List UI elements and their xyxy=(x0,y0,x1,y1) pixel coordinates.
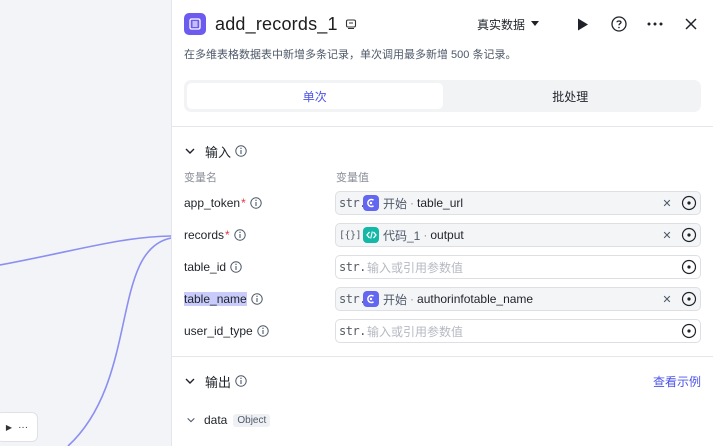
param-input[interactable]: 输入或引用参数值 xyxy=(367,260,464,275)
output-type-badge: Object xyxy=(233,413,271,427)
node-config-panel: add_records_1 真实数据 在多维表格数据表中新增多条记录，单次调用最… xyxy=(171,0,713,446)
help-circle-icon[interactable] xyxy=(609,14,629,34)
param-value-field[interactable]: [{}] 代码_1 · output ✕ xyxy=(335,223,701,247)
clear-icon[interactable]: ✕ xyxy=(662,293,672,306)
param-name: table_name xyxy=(184,292,247,306)
col-variable-value: 变量值 xyxy=(336,172,369,184)
ref-source: 开始 xyxy=(383,196,408,211)
param-input[interactable]: 输入或引用参数值 xyxy=(367,324,464,339)
required-marker: * xyxy=(225,228,230,242)
more-small-icon[interactable]: ··· xyxy=(18,421,29,433)
clear-icon[interactable]: ✕ xyxy=(662,229,672,242)
input-section-header[interactable]: 输入 xyxy=(172,139,713,163)
info-icon[interactable] xyxy=(251,293,263,305)
collapsed-node[interactable]: ▶ ··· xyxy=(0,412,38,442)
code-node-icon xyxy=(363,227,379,243)
clear-icon[interactable]: ✕ xyxy=(662,197,672,210)
param-value-field[interactable]: str. 输入或引用参数值 xyxy=(335,255,701,279)
input-row-user-id-type: user_id_type str. 输入或引用参数值 xyxy=(172,315,713,347)
data-mode-label: 真实数据 xyxy=(476,17,525,32)
output-section-label: 输出 xyxy=(205,374,232,390)
variable-ref-icon[interactable] xyxy=(680,290,698,308)
ref-source: 代码_1 xyxy=(383,228,421,243)
input-column-headers: 变量名 变量值 xyxy=(172,167,713,187)
type-label: str. xyxy=(339,324,366,338)
node-description: 在多维表格数据表中新增多条记录，单次调用最多新增 500 条记录。 xyxy=(184,49,517,61)
list-icon xyxy=(184,13,206,35)
variable-ref-icon[interactable] xyxy=(680,258,698,276)
run-mode-tabs: 单次 批处理 xyxy=(184,80,701,112)
start-node-icon xyxy=(363,195,379,211)
output-section-header[interactable]: 输出 查看示例 xyxy=(172,369,713,393)
play-small-icon[interactable]: ▶ xyxy=(5,422,13,432)
output-field-name: data xyxy=(204,413,228,427)
info-icon[interactable] xyxy=(250,197,262,209)
input-section-label: 输入 xyxy=(205,144,232,160)
param-name: user_id_type xyxy=(184,324,253,338)
type-label: str. xyxy=(339,196,366,210)
ref-source: 开始 xyxy=(383,292,408,307)
param-name: table_id xyxy=(184,260,227,274)
ref-variable: output xyxy=(430,228,464,242)
param-value-field[interactable]: str. 开始 · table_url ✕ xyxy=(335,191,701,215)
divider xyxy=(172,356,713,357)
ref-separator: · xyxy=(410,292,415,306)
required-marker: * xyxy=(241,196,246,210)
more-icon[interactable] xyxy=(645,14,665,34)
chevron-down-icon[interactable] xyxy=(186,415,196,425)
panel-header: add_records_1 真实数据 xyxy=(172,0,713,48)
node-title[interactable]: add_records_1 xyxy=(215,13,338,34)
tab-single[interactable]: 单次 xyxy=(187,83,443,109)
variable-ref-icon[interactable] xyxy=(680,226,698,244)
variable-ref-icon[interactable] xyxy=(680,322,698,340)
connection-wires xyxy=(0,235,171,446)
view-example-link[interactable]: 查看示例 xyxy=(652,374,701,389)
param-name: records xyxy=(184,228,225,242)
param-name: app_token xyxy=(184,196,241,210)
info-icon[interactable] xyxy=(235,145,247,157)
caret-down-icon xyxy=(531,21,539,26)
edit-icon[interactable] xyxy=(345,18,357,30)
start-node-icon xyxy=(363,291,379,307)
play-icon[interactable] xyxy=(573,14,593,34)
tab-batch[interactable]: 批处理 xyxy=(552,89,589,104)
chevron-down-icon[interactable] xyxy=(184,375,196,387)
input-row-records: records* [{}] 代码_1 · output ✕ xyxy=(172,219,713,251)
workflow-canvas[interactable]: ▶ ··· xyxy=(0,0,171,446)
type-label: str. xyxy=(339,260,366,274)
ref-variable: authorinfotable_name xyxy=(417,292,534,306)
type-label: [{}] xyxy=(339,229,362,241)
info-icon[interactable] xyxy=(233,229,246,241)
col-variable-name: 变量名 xyxy=(184,172,217,184)
variable-ref-icon[interactable] xyxy=(680,194,698,212)
divider xyxy=(172,126,713,127)
type-label: str. xyxy=(339,292,366,306)
param-value-field[interactable]: str. 开始 · authorinfotable_name ✕ xyxy=(335,287,701,311)
info-icon[interactable] xyxy=(235,375,247,387)
input-row-table-name: table_name str. 开始 · authorinfotable_nam… xyxy=(172,283,713,315)
ref-separator: · xyxy=(410,196,415,210)
output-field-data[interactable]: data Object xyxy=(172,409,713,431)
info-icon[interactable] xyxy=(230,261,242,273)
input-row-app-token: app_token* str. 开始 · table_url ✕ xyxy=(172,187,713,219)
ref-variable: table_url xyxy=(417,196,464,210)
data-mode-select[interactable]: 真实数据 xyxy=(477,16,539,33)
chevron-down-icon[interactable] xyxy=(184,145,196,157)
info-icon[interactable] xyxy=(257,325,269,337)
close-icon[interactable] xyxy=(681,14,701,34)
ref-separator: · xyxy=(423,228,428,242)
param-value-field[interactable]: str. 输入或引用参数值 xyxy=(335,319,701,343)
input-row-table-id: table_id str. 输入或引用参数值 xyxy=(172,251,713,283)
